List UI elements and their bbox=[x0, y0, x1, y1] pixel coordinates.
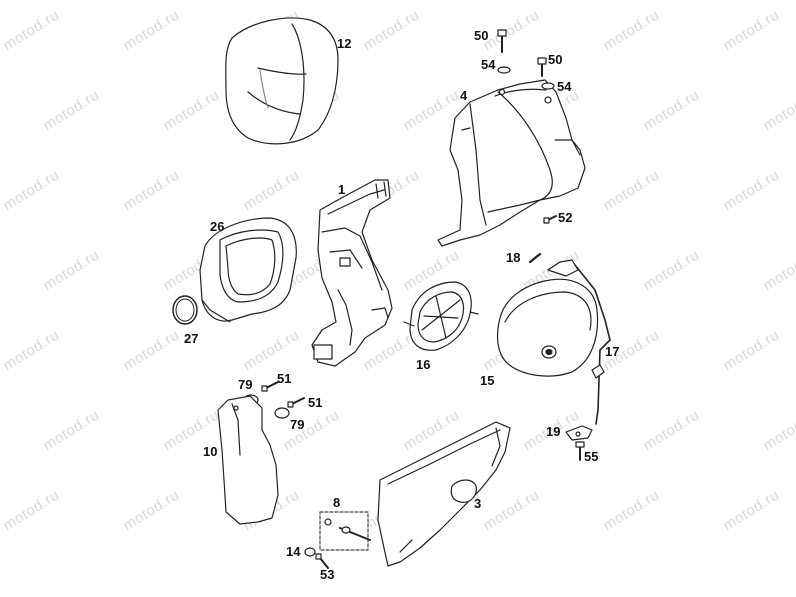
label-part-27: 27 bbox=[184, 331, 199, 346]
label-part-19: 19 bbox=[546, 424, 561, 439]
label-part-51-b: 51 bbox=[308, 395, 323, 410]
label-part-51-a: 51 bbox=[277, 371, 292, 386]
part-52-bolt bbox=[544, 216, 556, 223]
part-15-air-filter bbox=[498, 279, 598, 376]
label-part-26: 26 bbox=[210, 219, 225, 234]
part-1-airbox bbox=[312, 180, 392, 366]
part-79-51-fasteners bbox=[244, 382, 304, 418]
part-50-54-fasteners bbox=[498, 30, 554, 89]
part-19-clip bbox=[566, 426, 592, 440]
label-part-52: 52 bbox=[558, 210, 573, 225]
label-part-1: 1 bbox=[338, 182, 346, 197]
label-part-4: 4 bbox=[460, 88, 468, 103]
label-part-14: 14 bbox=[286, 544, 301, 559]
label-part-3: 3 bbox=[474, 496, 482, 511]
part-3-side-panel bbox=[378, 422, 510, 566]
label-part-15: 15 bbox=[480, 373, 495, 388]
part-14-53-fasteners bbox=[305, 548, 328, 568]
part-17-filter-holder bbox=[548, 260, 610, 424]
label-part-18: 18 bbox=[506, 250, 521, 265]
label-part-16: 16 bbox=[416, 357, 431, 372]
label-part-17: 17 bbox=[605, 344, 620, 359]
label-part-8: 8 bbox=[333, 495, 341, 510]
part-4-rear-mount bbox=[438, 80, 585, 246]
label-part-10: 10 bbox=[203, 444, 218, 459]
part-10-side-panel bbox=[218, 396, 278, 524]
label-part-54-a: 54 bbox=[481, 57, 496, 72]
label-part-50-b: 50 bbox=[548, 52, 563, 67]
part-55-bolt bbox=[576, 442, 584, 460]
part-26-intake-boot bbox=[200, 218, 296, 322]
part-12-filter-cover bbox=[226, 18, 338, 144]
label-part-79-b: 79 bbox=[290, 417, 305, 432]
label-part-54-b: 54 bbox=[557, 79, 572, 94]
label-part-12: 12 bbox=[337, 36, 352, 51]
part-8-hardware-kit bbox=[320, 512, 370, 550]
part-16-filter-frame bbox=[404, 282, 478, 350]
label-part-79-a: 79 bbox=[238, 377, 253, 392]
part-18-rod bbox=[530, 254, 540, 262]
label-part-50-a: 50 bbox=[474, 28, 489, 43]
label-part-53: 53 bbox=[320, 567, 335, 582]
part-27-clamp bbox=[173, 296, 197, 324]
label-part-55: 55 bbox=[584, 449, 599, 464]
